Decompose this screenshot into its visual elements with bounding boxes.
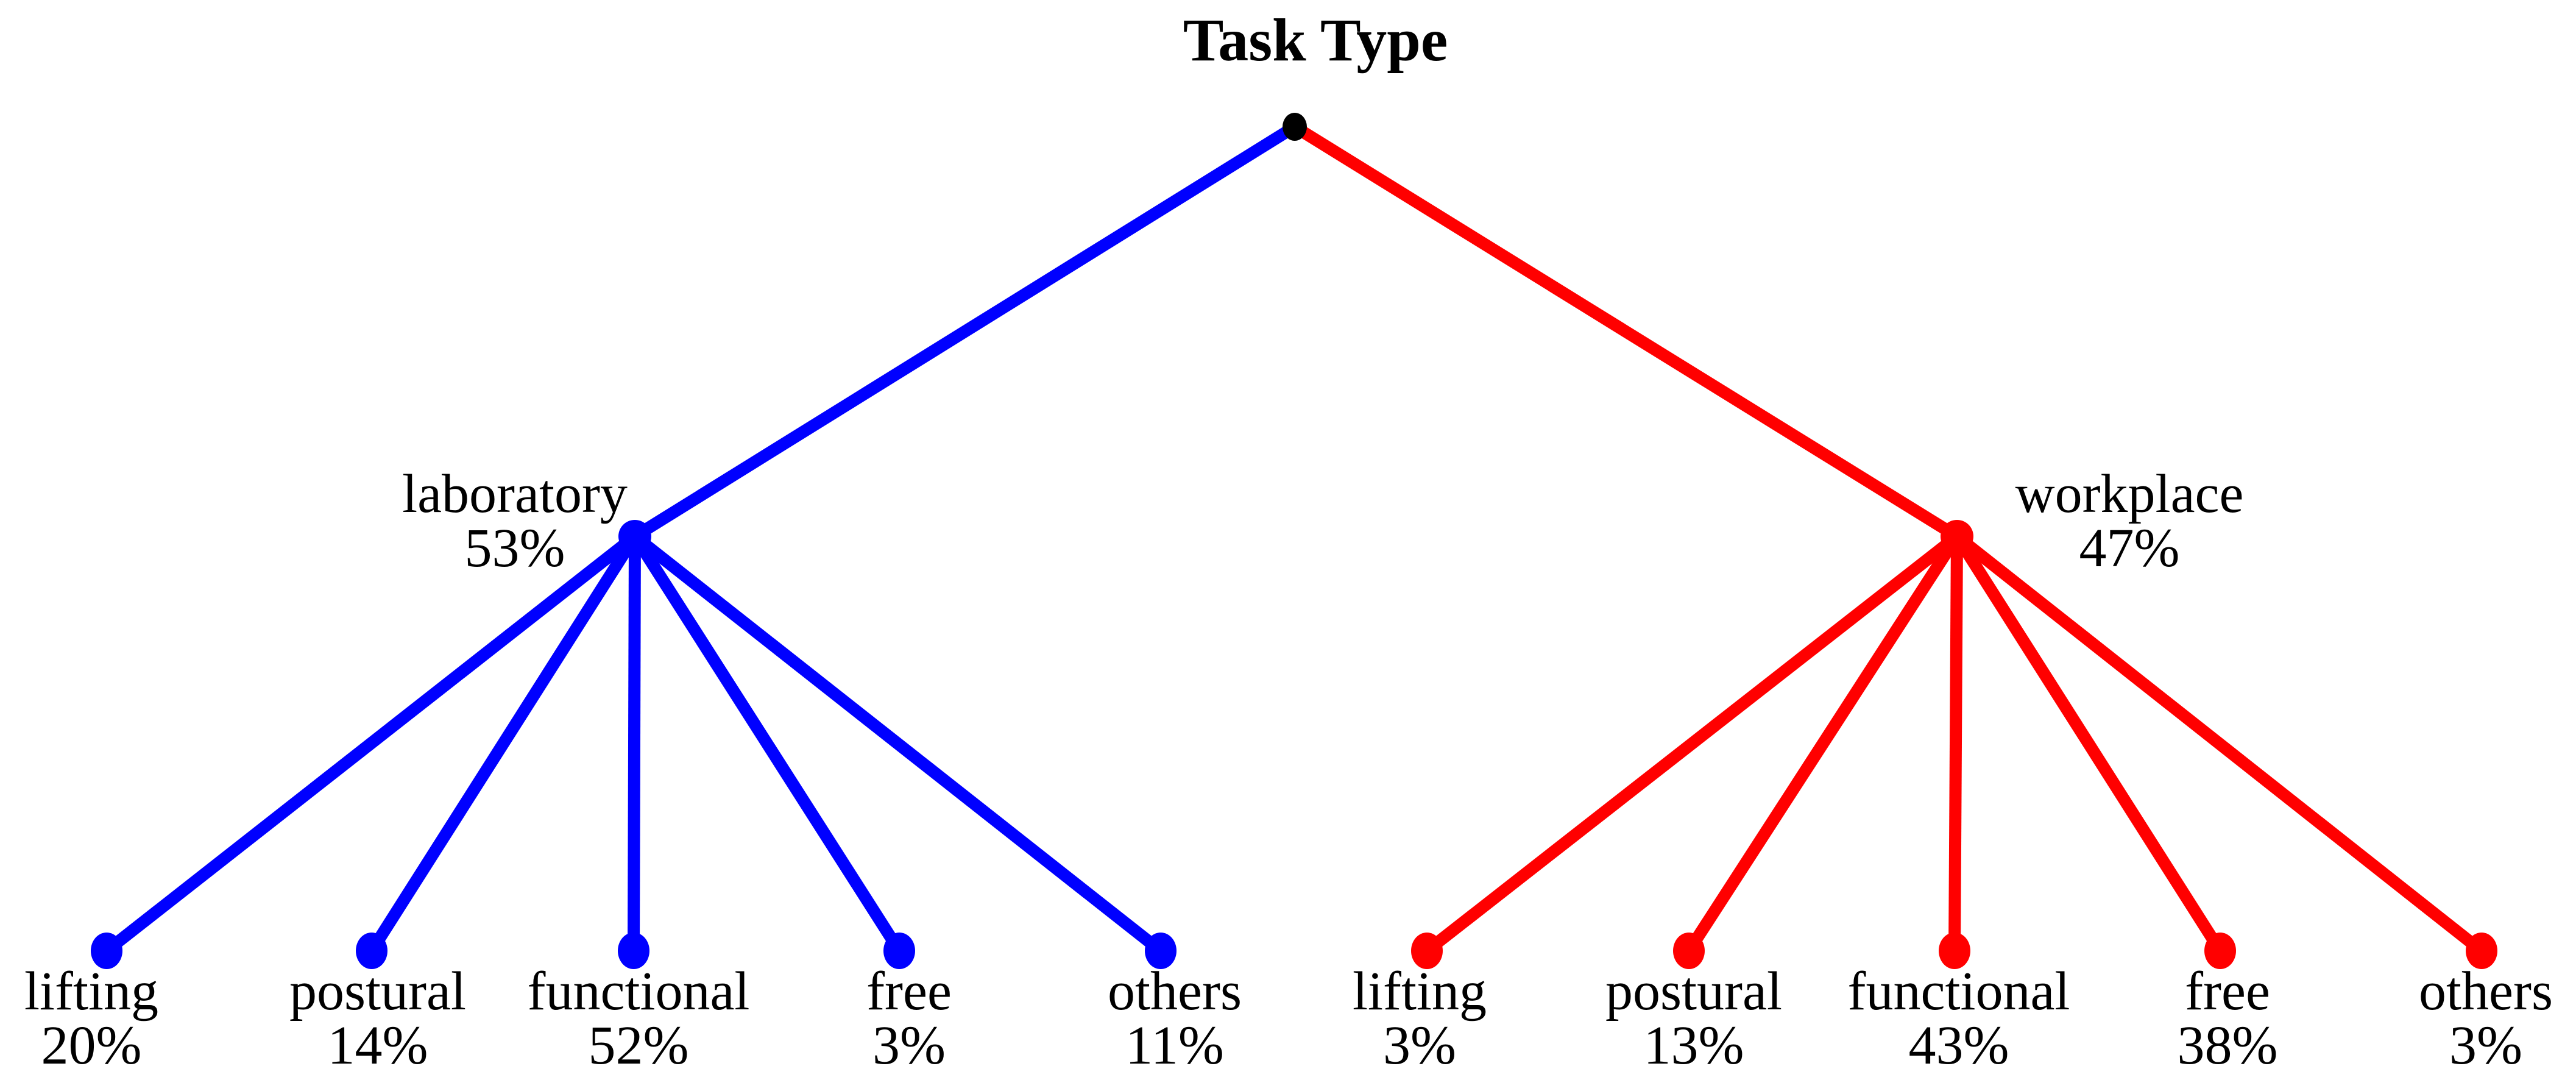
leaf-pct: 14% (327, 1015, 428, 1076)
edge-laboratory-functional (628, 536, 641, 951)
laboratory-node-dot (618, 520, 651, 553)
leaf-dot-laboratory-free (883, 933, 915, 969)
leaf-pct: 13% (1643, 1015, 1744, 1076)
edge-workplace-functional (1948, 536, 1963, 951)
leaf-label-workplace-free: free 38% (2178, 964, 2278, 1073)
leaf-pct: 20% (41, 1015, 142, 1076)
edge-laboratory-postural (366, 533, 640, 954)
leaf-name: postural (1605, 961, 1782, 1022)
workplace-node-dot (1941, 520, 1973, 553)
leaf-dot-workplace-lifting (1411, 933, 1443, 969)
edge-workplace-postural (1683, 533, 1962, 954)
leaf-dot-workplace-functional (1939, 933, 1970, 969)
leaf-dot-laboratory-functional (618, 933, 649, 969)
edge-workplace-others (1953, 531, 2486, 956)
leaf-pct: 43% (1908, 1015, 2009, 1076)
edge-root-laboratory (631, 121, 1298, 542)
leaf-pct: 52% (588, 1015, 689, 1076)
leaf-label-laboratory-functional: functional 52% (528, 964, 750, 1073)
leaf-name: others (1108, 961, 1242, 1022)
leaf-dot-laboratory-postural (356, 933, 387, 969)
workplace-node-label: workplace 47% (2015, 464, 2244, 579)
leaf-label-laboratory-postural: postural 14% (289, 964, 466, 1073)
leaf-name: postural (289, 961, 466, 1022)
leaf-pct: 3% (2449, 1015, 2522, 1076)
edge-workplace-free (1951, 533, 2226, 954)
leaf-label-laboratory-lifting: lifting 20% (24, 964, 158, 1073)
leaf-label-workplace-postural: postural 13% (1605, 964, 1782, 1073)
leaf-dot-workplace-postural (1673, 933, 1705, 969)
leaf-label-workplace-functional: functional 43% (1848, 964, 2070, 1073)
leaf-name: free (2185, 961, 2270, 1022)
edge-workplace-lifting (1423, 531, 1961, 956)
leaf-name: functional (527, 961, 750, 1022)
leaf-pct: 3% (872, 1015, 946, 1076)
root-node-dot (1283, 113, 1307, 141)
workplace-name: workplace (2015, 464, 2244, 524)
leaf-label-workplace-lifting: lifting 3% (1353, 964, 1487, 1073)
leaf-pct: 3% (1383, 1015, 1456, 1076)
leaf-dot-laboratory-others (1145, 933, 1177, 969)
laboratory-pct: 53% (464, 518, 565, 579)
leaf-pct: 11% (1125, 1015, 1224, 1076)
leaf-name: lifting (1353, 961, 1487, 1022)
leaf-label-laboratory-others: others 11% (1108, 964, 1242, 1073)
leaf-pct: 38% (2177, 1015, 2278, 1076)
edge-root-workplace (1291, 121, 1961, 542)
leaf-label-laboratory-free: free 3% (866, 964, 952, 1073)
edge-laboratory-lifting (102, 531, 639, 956)
leaf-label-workplace-others: others 3% (2419, 964, 2553, 1073)
leaf-dot-workplace-others (2466, 933, 2497, 969)
leaf-dot-workplace-free (2204, 933, 2236, 969)
laboratory-node-label: laboratory 53% (402, 464, 628, 579)
leaf-name: lifting (24, 961, 158, 1022)
laboratory-name: laboratory (402, 464, 628, 524)
leaf-dot-laboratory-lifting (91, 933, 122, 969)
leaf-name: others (2419, 961, 2553, 1022)
edge-laboratory-others (631, 531, 1165, 956)
page-title: Task Type (1183, 6, 1448, 74)
leaf-name: functional (1847, 961, 2070, 1022)
leaf-name: free (866, 961, 952, 1022)
edge-laboratory-free (629, 533, 905, 954)
workplace-pct: 47% (2079, 518, 2180, 579)
